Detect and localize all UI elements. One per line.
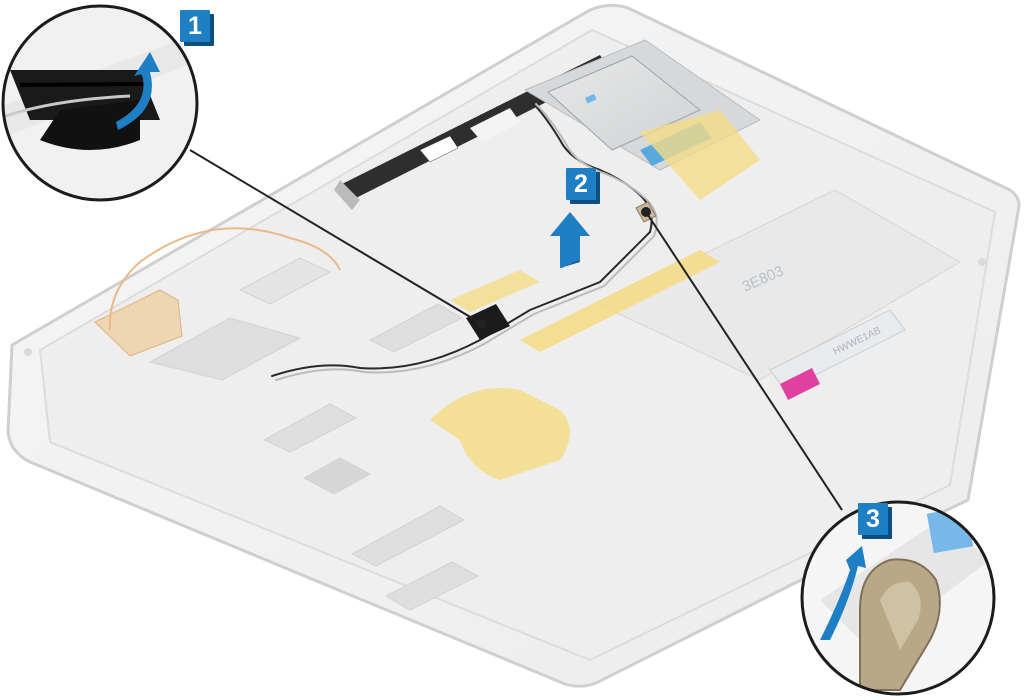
cable-tape [466,304,510,340]
step-2-badge: 2 [566,168,596,200]
callout-lines [189,149,843,511]
tablet-chassis [6,3,1021,688]
antenna-foil [94,227,341,357]
battery-pack: 3E803 [598,189,961,381]
foam-pads [148,257,480,611]
step-1-badge: 1 [180,10,210,42]
zoom-callout-1 [1,4,199,202]
step-3-badge: 3 [858,503,888,535]
curved-arrow-icon [116,52,160,130]
lift-arrow-icon [550,212,590,268]
flex-cables [430,110,760,480]
zoom-callout-3 [800,500,996,696]
